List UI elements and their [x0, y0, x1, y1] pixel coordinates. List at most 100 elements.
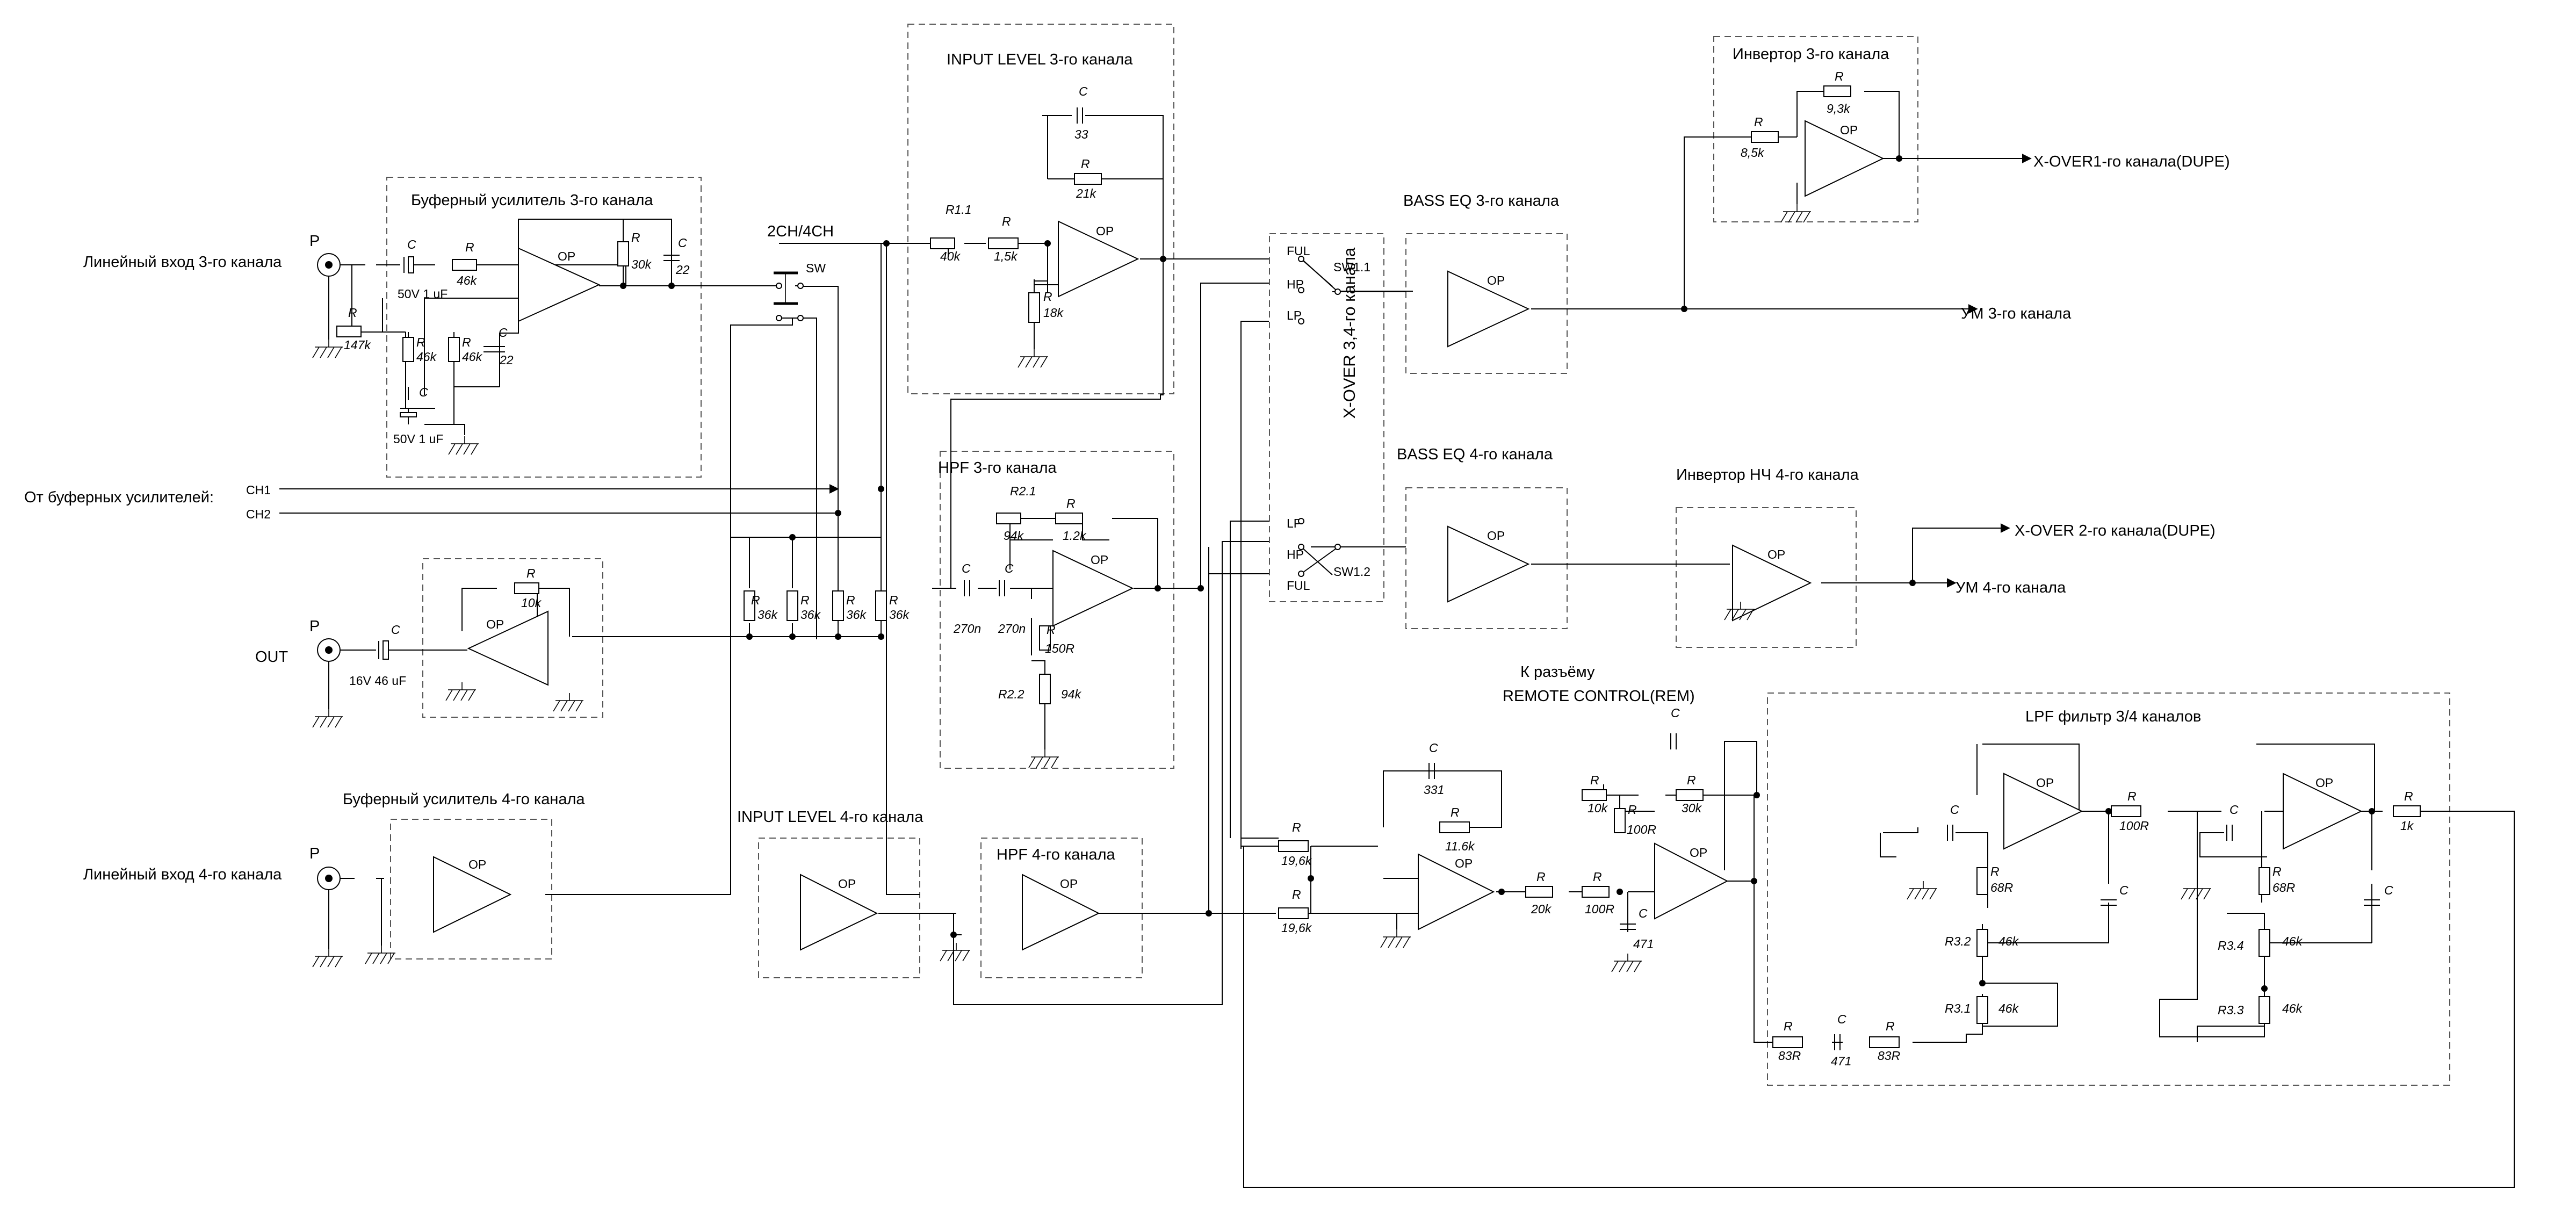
resistor-100r-b: R 100R — [1614, 803, 1656, 836]
op-label: OP — [1060, 877, 1078, 891]
capacitor-331: C 331 — [1424, 741, 1444, 797]
resistor-1k-lpf: R 1k — [2393, 789, 2421, 833]
c-label: C — [678, 236, 687, 250]
capacitor-471-lpf: C 471 — [1831, 1012, 1851, 1068]
potentiometer-r21[interactable]: R2.1 94k — [996, 484, 1036, 543]
sw11-label: SW1.1 — [1333, 260, 1370, 274]
op-label: OP — [1096, 224, 1114, 238]
level4-hpf4-wires — [878, 541, 1276, 1005]
op-amp-rem-sum: OP — [1654, 842, 1729, 920]
bass-eq-3-box — [1405, 233, 1568, 374]
switch-sw1-2[interactable] — [1298, 518, 1341, 577]
r-label: R — [1002, 214, 1011, 228]
input-jack-3[interactable]: P — [309, 233, 341, 340]
op-label: OP — [558, 249, 575, 263]
lpf-box — [1767, 692, 2450, 1086]
r-label: R — [1292, 820, 1301, 834]
lpf-title: LPF фильтр 3/4 каналов — [2025, 708, 2201, 725]
capacitor-16v-out: C 16V 46 uF — [349, 623, 406, 688]
op-amp-buffer-3: OP — [518, 247, 601, 322]
op-label: OP — [2036, 776, 2054, 790]
capacitor-lpf1-shunt: C — [2101, 883, 2128, 906]
xover1-dupe-label: X-OVER1-го канала(DUPE) — [2033, 153, 2230, 170]
op-label: OP — [1767, 547, 1785, 561]
um3-label: УМ 3-го канала — [1961, 305, 2072, 322]
potentiometer-r11[interactable]: R1.1 40k — [930, 203, 972, 263]
potentiometer-r33[interactable]: R3.3 46k — [2218, 996, 2303, 1024]
value-label: 19,6k — [1281, 921, 1312, 935]
resistor-15k-level3: R 1,5k — [988, 214, 1019, 263]
input-level-3-box — [907, 24, 1174, 394]
potentiometer-r31[interactable]: R3.1 46k — [1945, 996, 2019, 1024]
out-jack[interactable]: P — [309, 618, 341, 709]
value-label: 100R — [2119, 819, 2149, 833]
r-label: R — [2404, 789, 2413, 803]
op-amp-hpf-4: OP — [1022, 874, 1100, 951]
switch-sw1-1[interactable] — [1298, 256, 1341, 324]
value-label: 147k — [344, 338, 371, 352]
r-label: R — [1066, 496, 1076, 510]
c-label: C — [2384, 883, 2393, 897]
op-amp-bass-eq-4: OP — [1447, 525, 1530, 603]
op-label: OP — [1690, 846, 1707, 860]
op-amp-buffer-4: OP — [433, 856, 512, 933]
resistor-10k-rem: R 10k — [1582, 773, 1608, 815]
op-label: OP — [1840, 123, 1858, 137]
capacitor-lpf2-shunt: C — [2364, 883, 2393, 906]
inverter-3-wires — [1684, 91, 2025, 309]
c-label: C — [2229, 803, 2239, 817]
ch1-label: CH1 — [246, 483, 271, 497]
resistor-12k-hpf3: R 1.2k — [1055, 496, 1087, 543]
capacitor-50v-in3: C 50V 1 uF — [398, 237, 448, 301]
potentiometer-r22[interactable]: R2.2 94k — [998, 674, 1082, 704]
op-amp-inverter-4: OP — [1732, 544, 1812, 622]
value-label: 46k — [2282, 934, 2303, 948]
value-label: 270n — [953, 622, 981, 636]
r-label: R — [1081, 157, 1090, 171]
out-buffer-box — [422, 558, 603, 718]
value-label: 471 — [1831, 1054, 1851, 1068]
value-label: 46k — [462, 350, 483, 364]
r-label: R — [1754, 115, 1763, 129]
buffer-4-wires — [329, 878, 551, 946]
um4-output-wire — [1531, 564, 1956, 583]
r-label: R — [465, 240, 474, 254]
op-amp-rem-mixer: OP — [1418, 853, 1495, 930]
potentiometer-r32[interactable]: R3.2 46k — [1945, 929, 2019, 957]
value-label: 100R — [1627, 823, 1656, 836]
value-label: 94k — [1061, 687, 1082, 701]
lpf-feedback-loop-wire — [1243, 811, 2515, 1188]
capacitor-270n-a: C 270n — [953, 561, 981, 636]
op-amp-lpf-2: OP — [2283, 773, 2363, 850]
buffer-3-title: Буферный усилитель 3-го канала — [411, 192, 653, 209]
potentiometer-r34[interactable]: R3.4 46k — [2218, 929, 2303, 957]
from-buffers-label: От буферных усилителей: — [24, 489, 214, 506]
r-label: R — [1451, 805, 1460, 819]
value-label: 46k — [1998, 934, 2019, 948]
value-label: 150R — [1045, 641, 1074, 655]
r-label: R — [846, 593, 855, 607]
r-label: R — [631, 230, 640, 244]
value-label: 21k — [1076, 186, 1097, 200]
r-label: R3.3 — [2218, 1003, 2244, 1017]
r-label: R — [2272, 864, 2282, 878]
switch-2ch4ch-wires — [551, 243, 882, 895]
value-label: 471 — [1633, 937, 1654, 951]
r-label: R3.1 — [1945, 1001, 1971, 1015]
switch-2ch-4ch[interactable] — [774, 271, 804, 321]
value-label: 36k — [846, 608, 867, 622]
value-label: 46k — [1998, 1001, 2019, 1015]
r-label: R — [1990, 864, 2000, 878]
capacitor-471-rem: C 471 — [1620, 906, 1654, 951]
input-jack-4[interactable]: P — [309, 845, 341, 949]
value-label: 68R — [2272, 881, 2295, 894]
line-in-3-label: Линейный вход 3-го канала — [83, 254, 282, 271]
resistor-46k-bias-b: R 46k — [448, 335, 483, 364]
op-amp-hpf-3: OP — [1052, 550, 1134, 627]
resistor-147k-in3: R 147k — [336, 306, 371, 352]
um4-label: УМ 4-го канала — [1956, 579, 2066, 596]
r-label: R — [1043, 290, 1052, 304]
